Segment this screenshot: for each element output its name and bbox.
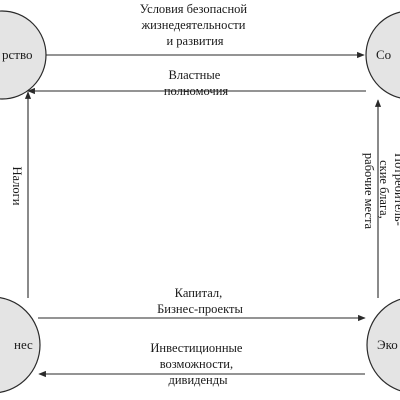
node-top-left: рство	[0, 10, 47, 100]
edge-top-back-line-1: Властные	[169, 68, 221, 82]
edge-right-up-label: Потребитель- ские блага, рабочие места	[362, 153, 400, 230]
node-bottom-right-label: Эко	[377, 337, 398, 352]
edge-left-up-label: Налоги	[10, 167, 24, 206]
node-top-right-label: Со	[376, 47, 391, 62]
node-bottom-left-circle	[0, 297, 41, 393]
edge-bottom-forward-line-2: Бизнес-проекты	[157, 302, 243, 316]
edge-top-forward-line-3: и развития	[166, 34, 223, 48]
edge-top-forward-line-2: жизнедеятельности	[140, 18, 245, 32]
edge-bottom-forward-label: Капитал, Бизнес-проекты	[157, 286, 243, 316]
edge-top-back-line-2: полномочия	[164, 84, 229, 98]
edge-bottom-back-line-2: возможности,	[160, 357, 233, 371]
edge-right-up-line-2: ские блага,	[377, 160, 391, 219]
edge-bottom-forward-line-1: Капитал,	[175, 286, 223, 300]
node-top-right-circle	[365, 11, 400, 99]
edge-bottom-back-line-1: Инвестиционные	[150, 341, 243, 355]
edge-bottom-back-label: Инвестиционные возможности, дивиденды	[150, 341, 245, 387]
edge-top-back-label: Властные полномочия	[164, 68, 229, 98]
edge-top-forward-line-1: Условия безопасной	[140, 2, 248, 16]
node-bottom-left: нес	[0, 297, 41, 393]
node-bottom-right: Эко	[366, 298, 400, 392]
edge-top-forward-label: Условия безопасной жизнедеятельности и р…	[140, 2, 250, 48]
edge-right-up-line-3: рабочие места	[362, 153, 376, 230]
node-top-left-label: рство	[2, 47, 33, 62]
node-top-right: Со	[365, 11, 400, 99]
edge-bottom-back-line-3: дивиденды	[169, 373, 229, 387]
node-bottom-right-circle	[366, 298, 400, 392]
edge-right-up-line-1: Потребитель-	[392, 153, 400, 226]
edge-left-up-line-1: Налоги	[10, 167, 24, 206]
node-bottom-left-label: нес	[14, 337, 33, 352]
